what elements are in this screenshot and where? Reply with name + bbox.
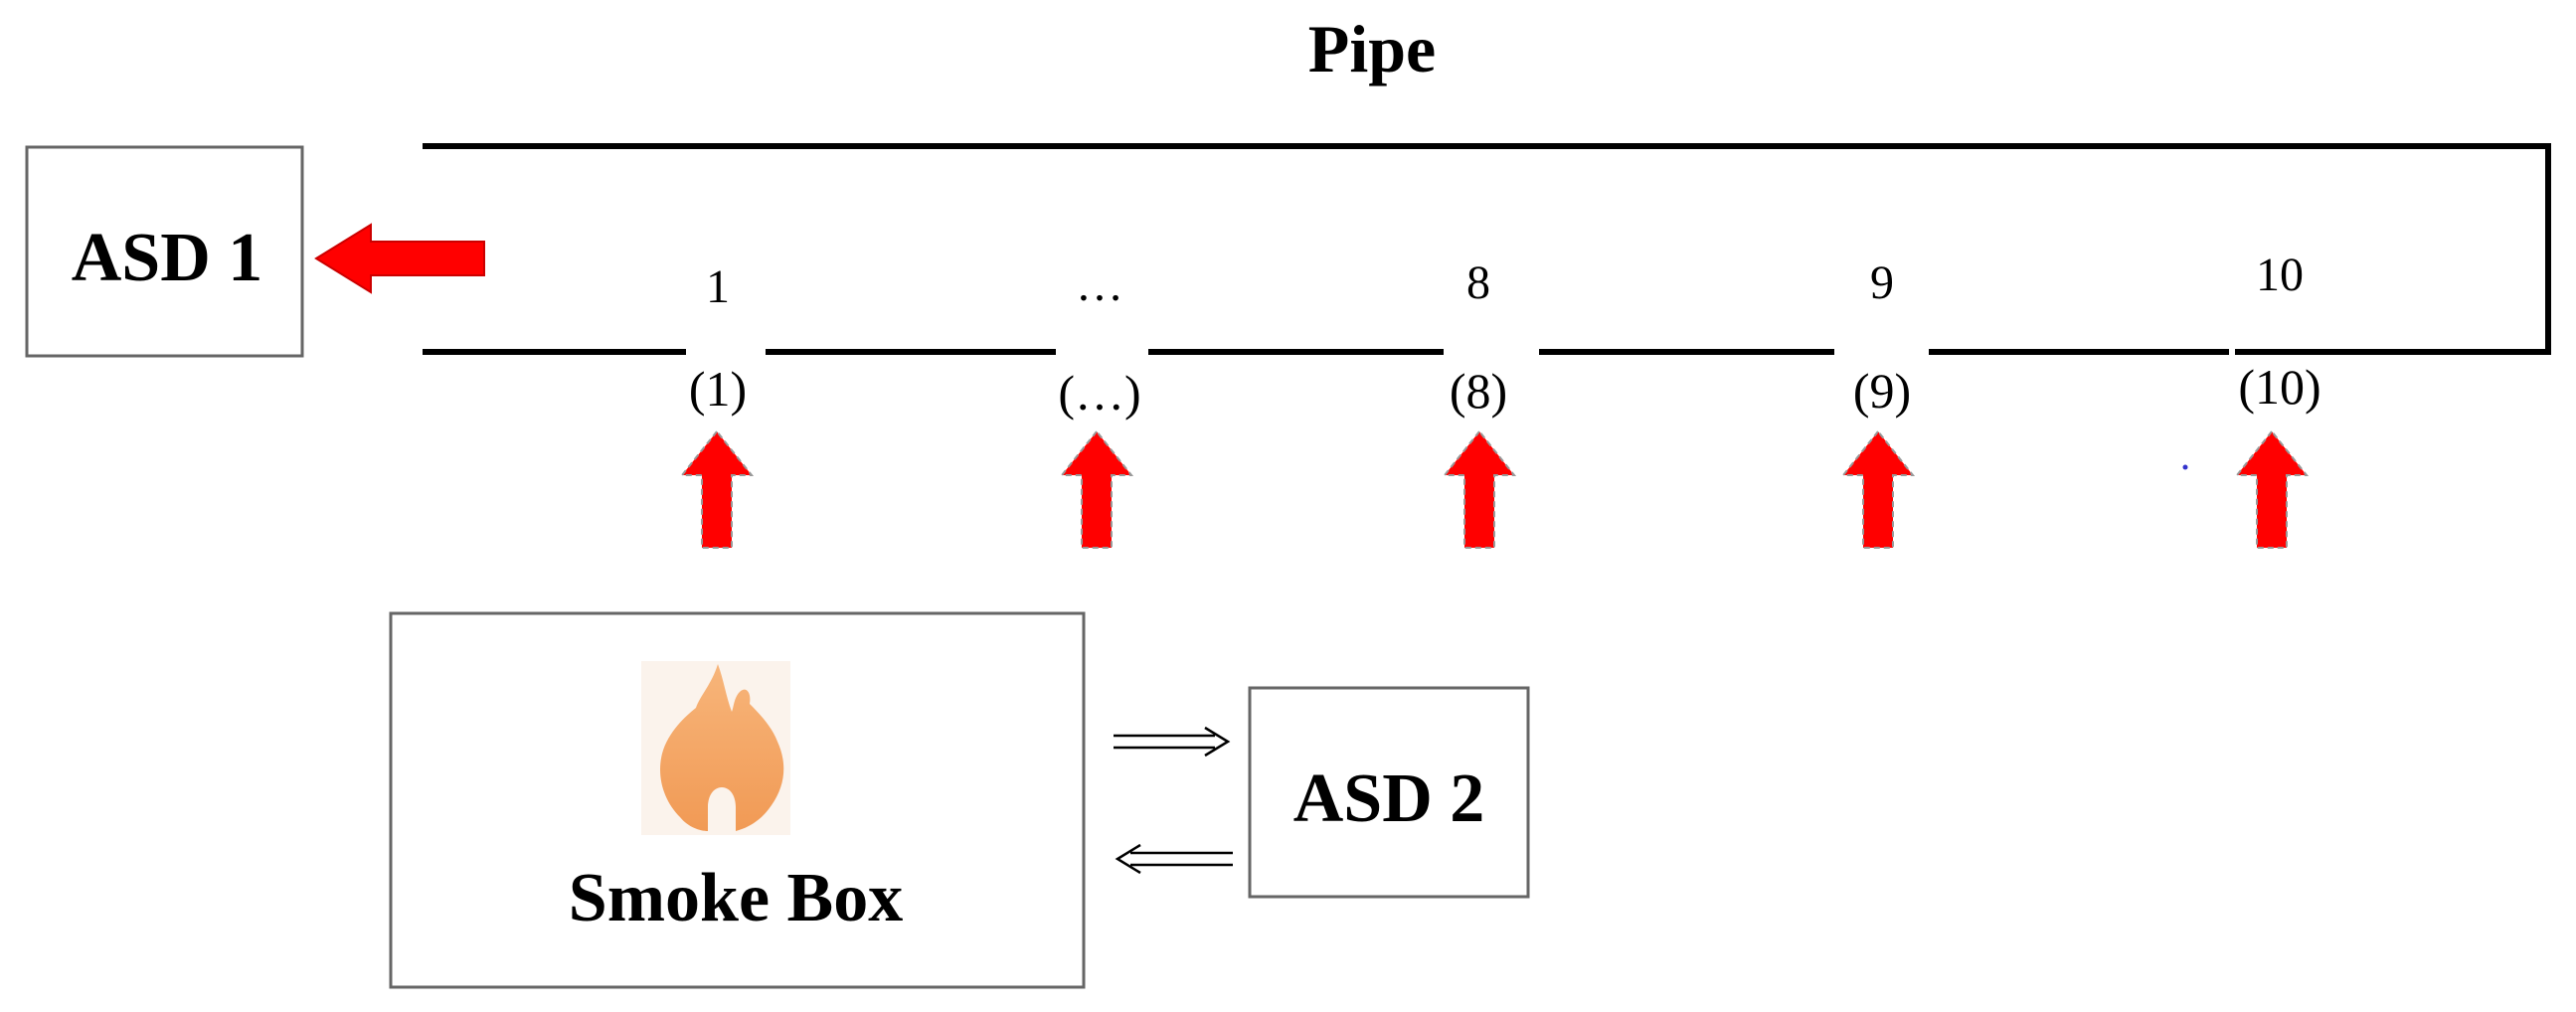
asd2-label: ASD 2: [1293, 760, 1485, 837]
hole-number: …: [1076, 258, 1123, 311]
hole-number: 9: [1870, 256, 1894, 309]
asd1-unit: ASD 1: [25, 145, 304, 358]
up-arrow: [1059, 429, 1134, 549]
asd1-box: [25, 145, 304, 358]
pipe: [423, 143, 2551, 355]
hole-number: 1: [706, 260, 730, 313]
marker-dot: [2182, 464, 2188, 470]
up-arrow: [1442, 429, 1517, 549]
hole-index: (…): [1058, 365, 1140, 421]
smoke-box-label: Smoke Box: [569, 860, 903, 936]
pipe-title: Pipe: [1308, 11, 1436, 86]
up-arrow: [1840, 429, 1916, 549]
smoke-box-unit: Smoke Box: [389, 611, 1086, 989]
asd2-unit: ASD 2: [1248, 686, 1530, 899]
flow-arrow-to-asd1: [314, 223, 485, 294]
hole-index: (1): [689, 361, 747, 417]
smoke-inlet-arrows: [679, 429, 2310, 549]
hole-index: (10): [2238, 359, 2320, 415]
up-arrow: [2234, 429, 2310, 549]
hole-number: 8: [1466, 256, 1490, 309]
asd1-label: ASD 1: [72, 220, 263, 296]
double-arrow-right: [1114, 726, 1231, 758]
flame-icon: [660, 664, 784, 831]
hole-number: 10: [2256, 249, 2304, 301]
up-arrow: [679, 429, 755, 549]
double-arrow-left: [1115, 843, 1233, 875]
connection-arrows: [1114, 726, 1233, 875]
asd2-box: [1248, 686, 1530, 899]
hole-index: (8): [1450, 363, 1507, 419]
sampling-holes: 1 (1) … (…) 8 (8) 9 (9) 10 (10): [689, 249, 2321, 421]
hole-index: (9): [1853, 363, 1911, 419]
